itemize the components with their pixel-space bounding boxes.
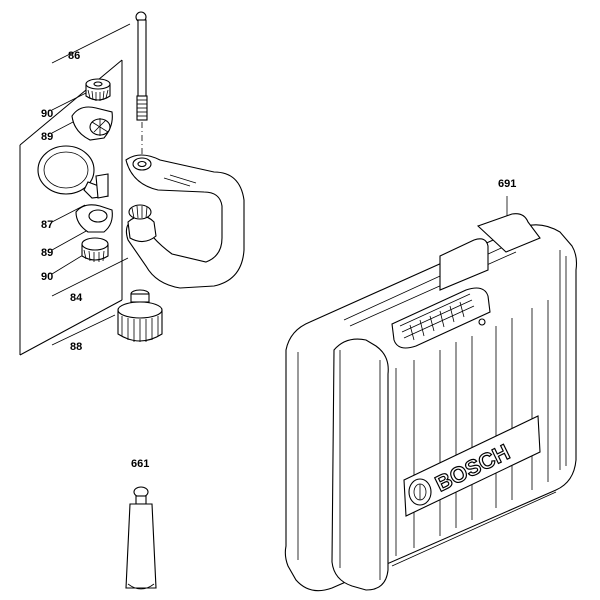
toothed-nut-upper — [85, 78, 111, 101]
part-label-84: 84 — [70, 292, 83, 304]
grip-knob — [117, 289, 163, 342]
ring-clamp — [37, 145, 109, 199]
auxiliary-handle — [125, 154, 245, 289]
part-label-661: 661 — [131, 458, 149, 470]
part-label-89: 89 — [41, 247, 53, 259]
label-bracket — [19, 23, 131, 356]
toothed-nut-lower — [81, 237, 109, 262]
part-label-86: 86 — [68, 50, 80, 62]
carrying-case — [284, 196, 578, 592]
part-label-90: 90 — [41, 108, 53, 120]
part-label-88: 88 — [70, 341, 82, 353]
part-label-89: 89 — [41, 131, 53, 143]
grease-tube — [125, 486, 157, 590]
part-label-87: 87 — [41, 219, 53, 231]
part-label-691: 691 — [498, 178, 516, 190]
clamp-half-upper — [71, 106, 113, 141]
depth-stop-rod — [135, 11, 148, 160]
clamp-half-lower — [75, 204, 113, 233]
part-label-90: 90 — [41, 271, 53, 283]
